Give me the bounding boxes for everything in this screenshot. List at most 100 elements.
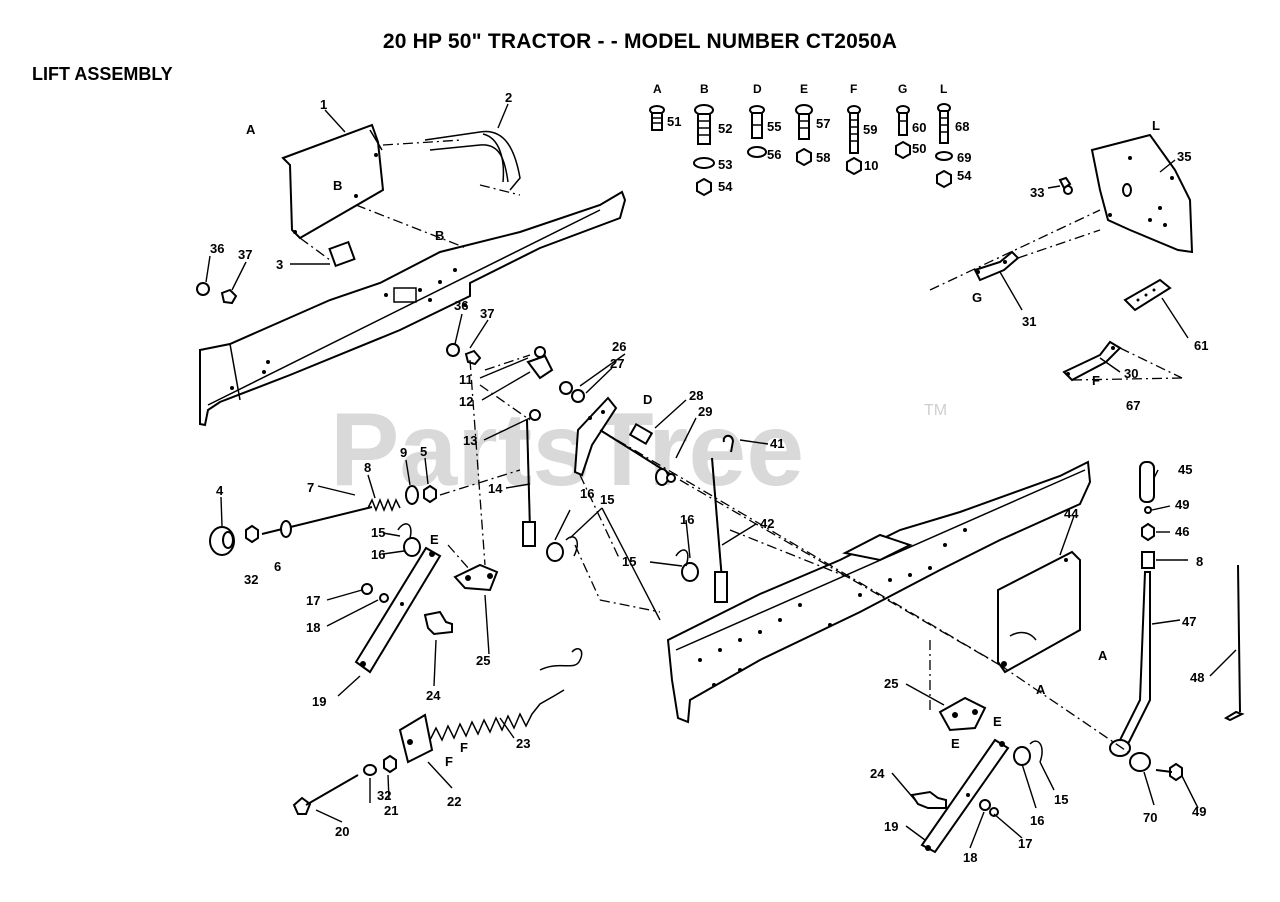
hardware-nut-54[interactable] — [696, 177, 712, 197]
washer-70[interactable] — [1129, 752, 1151, 772]
callout-29[interactable]: 29 — [698, 404, 712, 419]
hw-part-69[interactable]: 69 — [957, 150, 971, 165]
spring-8-left[interactable] — [367, 497, 401, 513]
callout-41[interactable]: 41 — [770, 436, 784, 451]
callout-18-right[interactable]: 18 — [963, 850, 977, 865]
callout-22[interactable]: 22 — [447, 794, 461, 809]
callout-36-mid[interactable]: 36 — [454, 298, 468, 313]
callout-19-left[interactable]: 19 — [312, 694, 326, 709]
rod-48[interactable] — [1223, 564, 1245, 722]
fastener-16-15-lower-right[interactable] — [1013, 740, 1043, 766]
link-rod-42[interactable] — [711, 457, 728, 603]
plate-35[interactable] — [1090, 133, 1194, 254]
hw-part-55[interactable]: 55 — [767, 119, 781, 134]
hw-part-51[interactable]: 51 — [667, 114, 681, 129]
fastener-18-17-right[interactable] — [979, 799, 999, 817]
hardware-washer-53[interactable] — [693, 157, 715, 169]
callout-37-left[interactable]: 37 — [238, 247, 252, 262]
hardware-washer-69[interactable] — [935, 151, 953, 161]
washer-29[interactable] — [666, 473, 676, 483]
callout-32-left[interactable]: 32 — [244, 572, 258, 587]
nut-32-lower[interactable] — [383, 754, 397, 774]
callout-67[interactable]: 67 — [1126, 398, 1140, 413]
clip-41[interactable] — [722, 434, 735, 453]
washer-9[interactable] — [405, 485, 419, 505]
callout-35[interactable]: 35 — [1177, 149, 1191, 164]
hw-part-50[interactable]: 50 — [912, 141, 926, 156]
callout-12[interactable]: 12 — [459, 394, 473, 409]
callout-19-right[interactable]: 19 — [884, 819, 898, 834]
bolt-20[interactable] — [292, 774, 359, 815]
spring-8-right[interactable] — [1141, 551, 1155, 569]
callout-26[interactable]: 26 — [612, 339, 626, 354]
callout-36-left[interactable]: 36 — [210, 241, 224, 256]
handle-grip-45[interactable] — [1139, 461, 1155, 503]
bracket-2[interactable] — [424, 130, 521, 191]
callout-31[interactable]: 31 — [1022, 314, 1036, 329]
hw-part-10[interactable]: 10 — [864, 158, 878, 173]
adjuster-rod-6[interactable] — [261, 506, 373, 538]
lift-arm-25-right[interactable] — [938, 696, 987, 732]
callout-25-right[interactable]: 25 — [884, 676, 898, 691]
hw-part-58[interactable]: 58 — [816, 150, 830, 165]
hw-part-56[interactable]: 56 — [767, 147, 781, 162]
callout-16-left[interactable]: 16 — [371, 547, 385, 562]
callout-48[interactable]: 48 — [1190, 670, 1204, 685]
lift-link-19-right[interactable] — [920, 738, 1010, 854]
callout-46[interactable]: 46 — [1175, 524, 1189, 539]
strip-61[interactable] — [1123, 278, 1172, 312]
spring-23[interactable] — [429, 648, 583, 742]
fastener-16-15-right[interactable] — [675, 549, 699, 582]
hardware-bolt-68[interactable] — [937, 103, 951, 144]
callout-15-right[interactable]: 15 — [1054, 792, 1068, 807]
hardware-nut-54-l[interactable] — [936, 169, 952, 189]
nut-32-left[interactable] — [245, 524, 259, 544]
callout-44[interactable]: 44 — [1064, 506, 1079, 521]
spacer-3[interactable] — [328, 240, 356, 268]
callout-21[interactable]: 21 — [384, 803, 398, 818]
callout-8-left[interactable]: 8 — [364, 460, 371, 475]
callout-32-lower[interactable]: 32 — [377, 788, 391, 803]
callout-4[interactable]: 4 — [216, 483, 224, 498]
callout-13[interactable]: 13 — [463, 433, 477, 448]
hardware-bolt-60[interactable] — [896, 105, 910, 136]
bushings-26-27[interactable] — [559, 381, 585, 403]
hardware-pin-55[interactable] — [749, 105, 765, 139]
callout-24-left[interactable]: 24 — [426, 688, 441, 703]
fastener-36-37-left[interactable] — [196, 282, 238, 305]
bracket-31[interactable] — [973, 250, 1020, 282]
washer-21[interactable] — [363, 764, 377, 776]
lift-handle-47[interactable] — [1109, 571, 1151, 757]
callout-16-center[interactable]: 16 — [580, 486, 594, 501]
callout-33[interactable]: 33 — [1030, 185, 1044, 200]
fastener-17-18-left[interactable] — [361, 583, 389, 603]
hardware-nut-10[interactable] — [846, 156, 862, 176]
fastener-16-15-center[interactable] — [546, 536, 578, 562]
bracket-11-12[interactable] — [526, 346, 554, 380]
hw-part-57[interactable]: 57 — [816, 116, 830, 131]
hardware-nut-58[interactable] — [796, 147, 812, 167]
callout-15-mid[interactable]: 15 — [622, 554, 636, 569]
knob-4[interactable] — [209, 526, 235, 556]
callout-28[interactable]: 28 — [689, 388, 703, 403]
callout-70[interactable]: 70 — [1143, 810, 1157, 825]
left-frame-rail[interactable] — [199, 190, 627, 427]
callout-49-lower[interactable]: 49 — [1192, 804, 1206, 819]
pivot-pin-24-left[interactable] — [423, 610, 453, 636]
bolt-33[interactable] — [1058, 176, 1073, 195]
washer-13[interactable] — [529, 409, 541, 421]
plate-1[interactable] — [281, 123, 385, 240]
hardware-bolt-52[interactable] — [694, 104, 714, 145]
callout-3[interactable]: 3 — [276, 257, 283, 272]
callout-18-left[interactable]: 18 — [306, 620, 320, 635]
callout-27[interactable]: 27 — [610, 356, 624, 371]
callout-8-right[interactable]: 8 — [1196, 554, 1203, 569]
callout-11[interactable]: 11 — [459, 372, 473, 387]
fastener-15-16-18-left[interactable] — [397, 523, 421, 557]
callout-7[interactable]: 7 — [307, 480, 314, 495]
hardware-nut-50[interactable] — [895, 140, 911, 160]
hw-part-53[interactable]: 53 — [718, 157, 732, 172]
hardware-bolt-51[interactable] — [649, 105, 665, 131]
callout-45[interactable]: 45 — [1178, 462, 1192, 477]
callout-17-right[interactable]: 17 — [1018, 836, 1032, 851]
